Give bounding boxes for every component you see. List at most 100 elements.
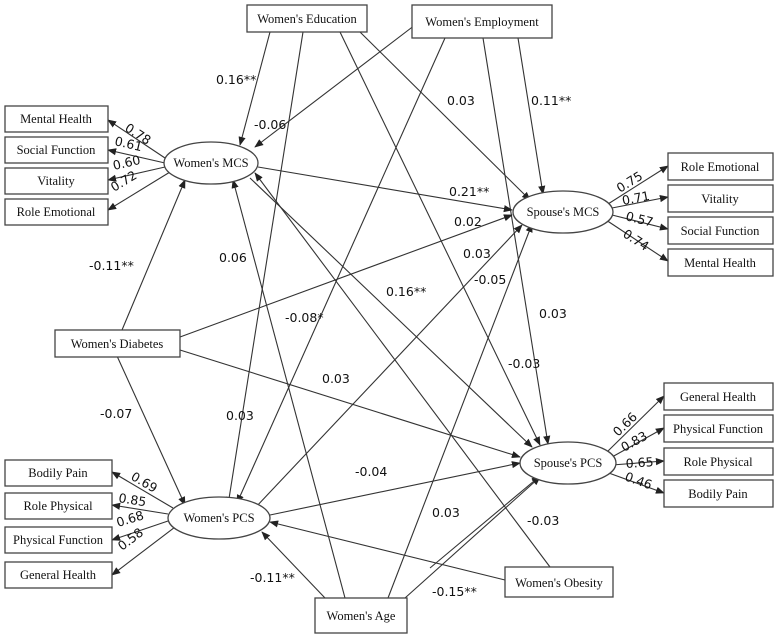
- path-emp-wpcs: -0.08*: [285, 310, 324, 325]
- edge-wmcs-ind3: [107, 166, 166, 182]
- node-womens-employment: Women's Employment: [411, 4, 553, 39]
- indicator-sm-role-emotional: Role Emotional: [667, 152, 774, 181]
- node-label: Role Physical: [23, 499, 93, 513]
- path-wpcs-spcs: -0.04: [355, 464, 387, 479]
- node-label: Social Function: [17, 143, 97, 157]
- node-womens-mcs: Women's MCS: [163, 141, 259, 185]
- edge-emp-wpcs: [236, 37, 446, 504]
- node-womens-diabetes: Women's Diabetes: [54, 329, 181, 358]
- edge-emp-wmcs: [254, 24, 416, 148]
- path-age-wmcs: 0.03: [432, 505, 460, 520]
- node-label: Women's MCS: [173, 156, 248, 170]
- node-label: Spouse's MCS: [527, 205, 600, 219]
- nodes: Women's Education Women's Employment Wom…: [4, 4, 774, 634]
- edge-smcs-ind3: [611, 214, 669, 231]
- path-edu-wpcs: 0.06: [219, 250, 247, 265]
- path-diab-wpcs: -0.07: [100, 406, 132, 421]
- path-obes-wpcs: -0.15**: [432, 584, 477, 599]
- edge-emp-spcs: [482, 37, 551, 445]
- node-label: Vitality: [37, 174, 75, 188]
- indicator-wp-bodily-pain: Bodily Pain: [4, 459, 113, 487]
- node-womens-age: Women's Age: [314, 597, 408, 634]
- edge-obes-spcs: [429, 475, 541, 569]
- indicator-sm-vitality: Vitality: [667, 184, 774, 213]
- indicator-wp-general-health: General Health: [4, 561, 113, 589]
- node-label: Role Emotional: [17, 205, 96, 219]
- loading-sp-bodily-pain: 0.46: [623, 469, 654, 493]
- loading-sm-social-function: 0.57: [624, 208, 655, 229]
- loading-sm-mental-health: 0.74: [620, 226, 652, 254]
- node-spouses-pcs: Spouse's PCS: [519, 441, 617, 485]
- node-label: Vitality: [701, 192, 739, 206]
- edge-obes-wpcs: [269, 520, 506, 581]
- indicator-sm-mental-health: Mental Health: [667, 248, 774, 277]
- indicator-sp-general-health: General Health: [663, 382, 774, 411]
- path-wmcs-smcs: 0.21**: [449, 184, 489, 199]
- indicator-wm-mental-health: Mental Health: [4, 105, 109, 133]
- loading-wp-physical-function: 0.68: [114, 507, 145, 529]
- edge-edu-wmcs: [238, 31, 271, 146]
- edge-age-wpcs: [261, 531, 326, 599]
- loading-wp-role-physical: 0.85: [118, 490, 148, 509]
- loading-wm-role-emotional: 0.72: [108, 167, 140, 194]
- edge-edu-spcs: [339, 31, 541, 446]
- edges: [107, 24, 669, 599]
- path-edu-spcs: 0.03: [539, 306, 567, 321]
- edge-edu-smcs: [359, 31, 531, 201]
- edge-diab-spcs: [179, 349, 521, 459]
- edge-age-wmcs: [231, 179, 346, 599]
- loading-labels: 0.78 0.61 0.60 0.72 0.75 0.71 0.57 0.74 …: [108, 120, 655, 553]
- path-wmcs-spcs: 0.16**: [386, 284, 426, 299]
- path-obes-wmcs: -0.03: [527, 513, 559, 528]
- edge-emp-smcs: [517, 37, 546, 195]
- path-emp-spcs: 0.03: [463, 246, 491, 261]
- edge-wmcs-ind1: [107, 119, 169, 161]
- indicator-wp-physical-function: Physical Function: [4, 526, 113, 554]
- node-label: Women's Diabetes: [71, 337, 164, 351]
- node-label: Bodily Pain: [688, 487, 748, 501]
- edge-wmcs-ind2: [107, 148, 166, 164]
- indicator-wm-role-emotional: Role Emotional: [4, 198, 109, 226]
- edge-wmcs-ind4: [107, 171, 171, 211]
- node-womens-education: Women's Education: [246, 4, 368, 33]
- indicator-sp-physical-function: Physical Function: [663, 414, 774, 443]
- indicator-wm-social-function: Social Function: [4, 136, 109, 164]
- edge-wpcs-ind2: [111, 502, 169, 515]
- node-label: Spouse's PCS: [534, 456, 603, 470]
- edge-diab-smcs: [179, 214, 513, 338]
- node-label: Women's Age: [327, 609, 396, 623]
- path-diab-smcs: 0.02: [454, 214, 482, 229]
- node-label: Role Physical: [683, 455, 753, 469]
- path-diab-wmcs: -0.11**: [89, 258, 134, 273]
- edge-age-spcs: [404, 476, 541, 599]
- node-womens-pcs: Women's PCS: [167, 496, 271, 540]
- edge-spcs-ind1: [607, 395, 665, 452]
- loading-wm-vitality: 0.60: [111, 152, 142, 173]
- node-label: Mental Health: [684, 256, 757, 270]
- node-label: Women's Education: [257, 12, 357, 26]
- edge-wpcs-spcs: [269, 461, 521, 516]
- path-age-wpcs: -0.11**: [250, 570, 295, 585]
- indicator-wm-vitality: Vitality: [4, 167, 109, 195]
- node-label: Social Function: [681, 224, 761, 238]
- edge-wpcs-ind4: [111, 526, 176, 576]
- path-labels: 0.16** 0.03 0.06 0.03 -0.06 0.11** -0.08…: [89, 72, 571, 599]
- edge-wmcs-spcs: [249, 177, 533, 448]
- path-emp-smcs: 0.11**: [531, 93, 571, 108]
- path-wpcs-smcs: 0.03: [226, 408, 254, 423]
- edge-smcs-ind2: [611, 195, 669, 209]
- edge-spcs-ind2: [611, 427, 665, 458]
- path-edu-wmcs: 0.16**: [216, 72, 256, 87]
- edge-diab-wpcs: [116, 355, 186, 506]
- edge-smcs-ind4: [605, 219, 669, 262]
- node-label: General Health: [20, 568, 97, 582]
- edge-edu-wpcs: [225, 31, 304, 506]
- node-label: Physical Function: [13, 533, 104, 547]
- edge-wpcs-smcs: [254, 224, 523, 509]
- path-age-spcs: -0.03: [508, 356, 540, 371]
- node-label: Bodily Pain: [28, 466, 88, 480]
- node-womens-obesity: Women's Obesity: [504, 566, 614, 598]
- edge-spcs-ind4: [605, 471, 665, 494]
- edge-wpcs-ind1: [111, 471, 174, 509]
